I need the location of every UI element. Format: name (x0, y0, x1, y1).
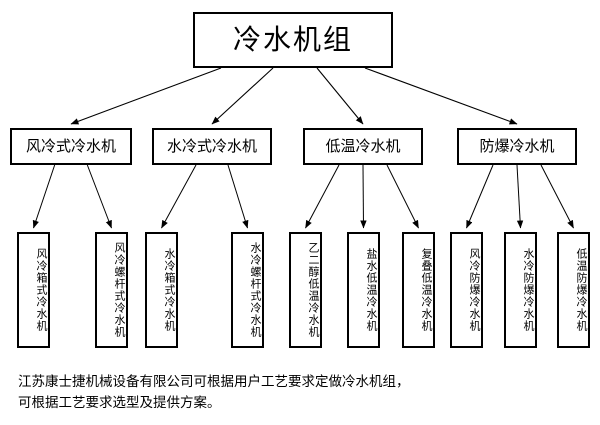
edge-branch-3-to-leaf-8 (516, 164, 524, 229)
edge-root-to-branch-0 (70, 67, 222, 125)
edge-branch-2-to-leaf-5 (360, 164, 367, 229)
edge-branch-1-to-leaf-3 (227, 164, 249, 229)
leaf-node-6[interactable]: 复叠低温冷水机 (402, 232, 435, 348)
branch-node-0[interactable]: 风冷式冷水机 (10, 128, 132, 165)
edge-root-to-branch-3 (364, 67, 518, 125)
edge-branch-1-to-leaf-2 (161, 164, 197, 229)
edge-branch-2-to-leaf-4 (305, 164, 340, 229)
branch-connectors (32, 164, 574, 229)
caption-line-1: 江苏康士捷机械设备有限公司可根据用户工艺要求定做冷水机组， (18, 374, 410, 390)
leaf-node-2[interactable]: 水冷箱式冷水机 (145, 232, 178, 348)
branch-node-2[interactable]: 低温冷水机 (303, 128, 423, 165)
edge-branch-0-to-leaf-1 (86, 164, 112, 229)
leaf-node-3[interactable]: 水冷螺杆式冷水机 (231, 232, 264, 348)
root-node-chiller-unit[interactable]: 冷水机组 (193, 12, 393, 68)
edge-branch-2-to-leaf-6 (386, 164, 419, 229)
footer-caption: 江苏康士捷机械设备有限公司可根据用户工艺要求定做冷水机组， 可根据工艺要求选型及… (18, 372, 584, 414)
branch-node-1[interactable]: 水冷式冷水机 (152, 128, 272, 165)
leaf-node-0[interactable]: 风冷箱式冷水机 (17, 232, 50, 348)
branch-node-3[interactable]: 防爆冷水机 (457, 128, 577, 165)
leaf-node-1[interactable]: 风冷螺杆式冷水机 (95, 232, 128, 348)
edge-branch-3-to-leaf-9 (540, 164, 574, 229)
leaf-node-4[interactable]: 乙二醇低温冷水机 (289, 232, 322, 348)
root-connectors (70, 67, 518, 125)
edge-root-to-branch-1 (211, 67, 274, 125)
edge-branch-3-to-leaf-7 (466, 164, 494, 229)
leaf-node-8[interactable]: 水冷防爆冷水机 (504, 232, 537, 348)
leaf-node-7[interactable]: 风冷防爆冷水机 (450, 232, 483, 348)
caption-line-2: 可根据工艺要求选型及提供方案。 (18, 394, 221, 411)
edge-branch-0-to-leaf-0 (32, 164, 56, 229)
edge-root-to-branch-2 (316, 67, 364, 125)
leaf-node-9[interactable]: 低温防爆冷水机 (557, 232, 590, 348)
leaf-node-5[interactable]: 盐水低温冷水机 (347, 232, 380, 348)
